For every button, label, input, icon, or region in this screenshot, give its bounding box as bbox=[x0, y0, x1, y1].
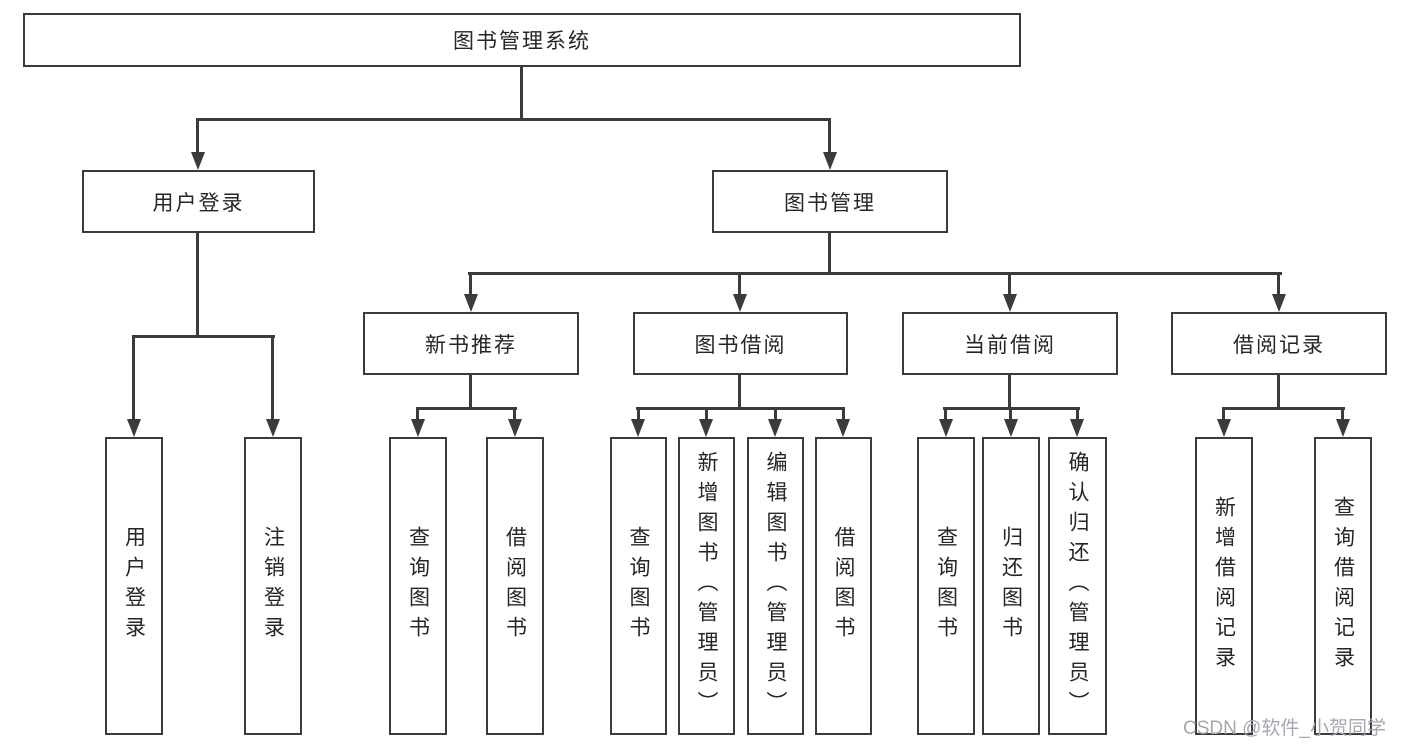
leaf-query-books: 查询图书 bbox=[389, 437, 447, 735]
node-new-book-recommend: 新书推荐 bbox=[363, 312, 579, 375]
connector-to-records bbox=[1277, 272, 1280, 296]
leaf-query-borrow-record: 查询借阅记录 bbox=[1314, 437, 1372, 735]
connector-leaf-stem bbox=[637, 407, 640, 421]
connector-root-rail bbox=[197, 118, 830, 121]
connector-records-rail bbox=[1222, 407, 1345, 410]
connector-mgmt-stem bbox=[828, 233, 831, 272]
connector-leaf-stem bbox=[271, 335, 274, 421]
connector-to-borrow bbox=[738, 272, 741, 296]
leaf-borrow-books: 借阅图书 bbox=[815, 437, 872, 735]
node-label: 借阅图书 bbox=[503, 526, 527, 646]
arrow-head bbox=[1272, 294, 1286, 312]
connector-recommend-rail bbox=[416, 407, 517, 410]
arrow-head bbox=[1070, 419, 1084, 437]
node-label: 用户登录 bbox=[152, 191, 245, 215]
connector-user-rail bbox=[133, 335, 275, 338]
connector-records-stem bbox=[1277, 375, 1280, 407]
node-label: 查询借阅记录 bbox=[1331, 496, 1355, 676]
arrow-head bbox=[1217, 419, 1231, 437]
connector-borrow-rail bbox=[636, 407, 845, 410]
connector-to-book-mgmt bbox=[828, 118, 831, 155]
node-label: 归还图书 bbox=[999, 526, 1023, 646]
connector-to-recommend bbox=[469, 272, 472, 296]
leaf-user-login: 用户登录 bbox=[105, 437, 163, 735]
node-label: 借阅记录 bbox=[1233, 333, 1325, 357]
node-label: 新书推荐 bbox=[425, 333, 517, 357]
arrow-head bbox=[836, 419, 850, 437]
node-book-management-system: 图书管理系统 bbox=[23, 13, 1021, 67]
arrow-head bbox=[823, 152, 837, 170]
connector-leaf-stem bbox=[1076, 407, 1079, 421]
node-label: 查询图书 bbox=[406, 526, 430, 646]
node-label: 编辑图书（管理员） bbox=[764, 451, 788, 721]
arrow-head bbox=[699, 419, 713, 437]
connector-leaf-stem bbox=[944, 407, 947, 421]
leaf-edit-books-admin: 编辑图书（管理员） bbox=[747, 437, 804, 735]
arrow-head bbox=[191, 152, 205, 170]
connector-borrow-stem bbox=[738, 375, 741, 407]
arrow-head bbox=[1003, 294, 1017, 312]
leaf-query-books: 查询图书 bbox=[610, 437, 667, 735]
node-current-borrow: 当前借阅 bbox=[902, 312, 1118, 375]
arrow-head bbox=[939, 419, 953, 437]
arrow-head bbox=[1004, 419, 1018, 437]
node-label: 确认归还（管理员） bbox=[1066, 451, 1090, 721]
connector-to-user-login bbox=[196, 118, 199, 155]
leaf-add-books-admin: 新增图书（管理员） bbox=[678, 437, 735, 735]
csdn-watermark: CSDN @软件_小贺同学 bbox=[1183, 718, 1386, 739]
connector-to-current bbox=[1008, 272, 1011, 296]
node-book-borrow: 图书借阅 bbox=[633, 312, 848, 375]
arrow-head bbox=[1336, 419, 1350, 437]
node-label: 图书管理 bbox=[784, 191, 876, 215]
node-label: 新增图书（管理员） bbox=[695, 451, 719, 721]
node-label: 图书管理系统 bbox=[453, 30, 591, 53]
leaf-query-books: 查询图书 bbox=[917, 437, 975, 735]
node-book-management: 图书管理 bbox=[712, 170, 948, 233]
connector-leaf-stem bbox=[1009, 407, 1012, 421]
connector-leaf-stem bbox=[774, 407, 777, 421]
connector-leaf-stem bbox=[705, 407, 708, 421]
arrow-head bbox=[508, 419, 522, 437]
leaf-confirm-return-admin: 确认归还（管理员） bbox=[1048, 437, 1107, 735]
leaf-return-books: 归还图书 bbox=[982, 437, 1040, 735]
node-label: 注销登录 bbox=[261, 526, 285, 646]
node-label: 借阅图书 bbox=[832, 526, 856, 646]
connector-current-stem bbox=[1008, 375, 1011, 407]
connector-leaf-stem bbox=[842, 407, 845, 421]
connector-mgmt-rail bbox=[468, 272, 1282, 275]
arrow-head bbox=[768, 419, 782, 437]
arrow-head bbox=[464, 294, 478, 312]
arrow-head bbox=[411, 419, 425, 437]
node-label: 图书借阅 bbox=[694, 333, 787, 357]
leaf-logout: 注销登录 bbox=[244, 437, 302, 735]
leaf-add-borrow-record: 新增借阅记录 bbox=[1195, 437, 1253, 735]
connector-leaf-stem bbox=[1222, 407, 1225, 421]
connector-recommend-stem bbox=[469, 375, 472, 407]
arrow-head bbox=[127, 419, 141, 437]
node-label: 查询图书 bbox=[934, 526, 958, 646]
leaf-borrow-books: 借阅图书 bbox=[486, 437, 544, 735]
node-label: 新增借阅记录 bbox=[1212, 496, 1236, 676]
arrow-head bbox=[266, 419, 280, 437]
node-label: 用户登录 bbox=[122, 526, 146, 646]
node-label: 查询图书 bbox=[627, 526, 651, 646]
node-label: 当前借阅 bbox=[964, 333, 1056, 357]
arrow-head bbox=[631, 419, 645, 437]
node-borrow-records: 借阅记录 bbox=[1171, 312, 1387, 375]
arrow-head bbox=[733, 294, 747, 312]
connector-leaf-stem bbox=[416, 407, 419, 421]
connector-leaf-stem bbox=[132, 335, 135, 421]
connector-user-stem bbox=[196, 233, 199, 335]
connector-leaf-stem bbox=[513, 407, 516, 421]
node-user-login: 用户登录 bbox=[82, 170, 315, 233]
connector-leaf-stem bbox=[1341, 407, 1344, 421]
connector-root-stem bbox=[520, 67, 523, 118]
